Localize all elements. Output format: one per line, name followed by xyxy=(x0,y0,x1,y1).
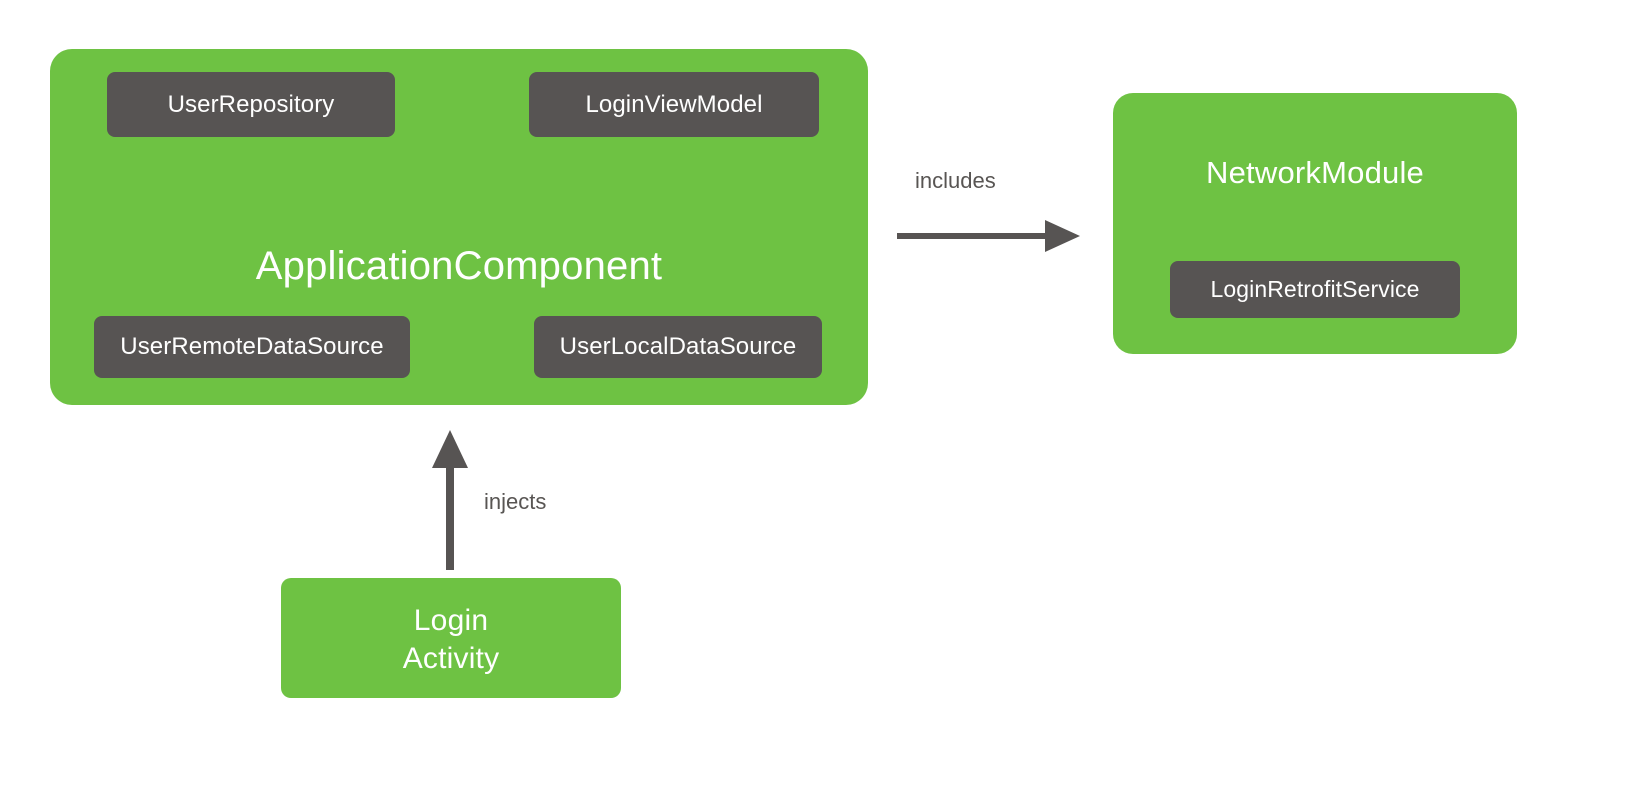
chip-user-repository-label: UserRepository xyxy=(167,90,335,118)
chip-user-remote-data-source[interactable]: UserRemoteDataSource xyxy=(94,316,410,378)
chip-login-retrofit-service-label: LoginRetrofitService xyxy=(1210,276,1420,302)
chip-login-viewmodel-label: LoginViewModel xyxy=(585,90,763,118)
arrow-includes-icon xyxy=(897,220,1080,252)
application-component-title: ApplicationComponent xyxy=(255,244,663,288)
network-module-title: NetworkModule xyxy=(1206,155,1424,190)
chip-login-viewmodel[interactable]: LoginViewModel xyxy=(529,72,819,137)
chip-login-retrofit-service[interactable]: LoginRetrofitService xyxy=(1170,261,1460,318)
chip-user-local-data-source-label: UserLocalDataSource xyxy=(559,333,797,360)
edge-label-injects: injects xyxy=(484,489,547,514)
chip-user-local-data-source[interactable]: UserLocalDataSource xyxy=(534,316,822,378)
edge-label-includes: includes xyxy=(915,168,996,193)
login-activity-box[interactable]: Login Activity xyxy=(281,578,621,698)
login-activity-title: Login Activity xyxy=(402,604,500,675)
chip-user-remote-data-source-label: UserRemoteDataSource xyxy=(120,333,384,360)
chip-user-repository[interactable]: UserRepository xyxy=(107,72,395,137)
arrow-injects-icon xyxy=(432,430,468,570)
